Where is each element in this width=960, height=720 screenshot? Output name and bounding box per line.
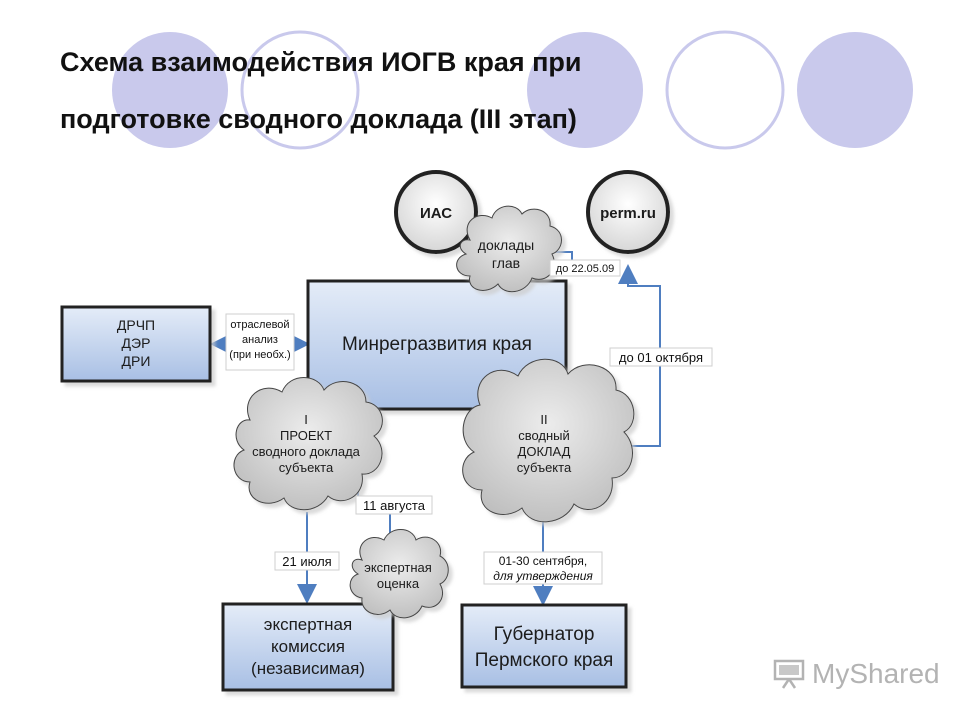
governor-line-1: Губернатор (494, 624, 595, 645)
drchp-line-2: ДЭР (122, 335, 151, 351)
cloud-reports-line-1: доклады (478, 237, 534, 253)
deco-circle-1 (112, 32, 228, 148)
date-oct-text: до 01 октября (619, 350, 703, 365)
cloud-expert: экспертная оценка (349, 529, 449, 619)
label-date-jul: 21 июля (274, 551, 340, 571)
cloud-expert-line-1: экспертная (364, 560, 432, 575)
date-may-text: до 22.05.09 (556, 263, 614, 275)
cloud-project: I ПРОЕКТ сводного доклада субъекта (233, 377, 383, 511)
deco-circle-4 (665, 30, 785, 150)
presentation-icon (773, 659, 805, 689)
cloud-expert-line-2: оценка (377, 576, 420, 591)
date-sep-line-2: для утверждения (493, 569, 593, 583)
governor-line-2: Пермского края (475, 650, 614, 671)
cloud-project-line-1: I (304, 412, 308, 427)
perm-label: perm.ru (600, 205, 656, 222)
arrow-to-perm (618, 264, 661, 447)
label-date-sep: 01-30 сентября, для утверждения (483, 551, 603, 585)
cloud-summary-line-2: сводный (518, 428, 570, 443)
date-jul-text: 21 июля (282, 554, 331, 569)
label-date-oct: до 01 октября (609, 347, 713, 367)
deco-circle-2 (240, 30, 360, 150)
title-line-2: подготовке сводного доклада (III этап) (60, 104, 577, 134)
cloud-summary-line-4: субъекта (517, 460, 572, 475)
node-ias: ИАС (394, 170, 478, 254)
node-expert-commission: экспертная комиссия (независимая) (221, 602, 395, 692)
cloud-reports: доклады глав (456, 205, 562, 293)
node-perm: perm.ru (586, 170, 670, 254)
cloud-project-line-4: субъекта (279, 460, 334, 475)
label-analysis: отраслевой анализ (при необх.) (225, 313, 295, 371)
deco-circle-5 (797, 32, 913, 148)
minreg-label: Минрегразвития края (342, 334, 532, 355)
cloud-summary-line-1: II (540, 412, 547, 427)
cloud-summary: II сводный ДОКЛАД субъекта (462, 358, 635, 523)
label-date-aug: 11 августа (355, 495, 433, 515)
analysis-line-3: (при необх.) (229, 349, 290, 361)
cloud-project-line-2: ПРОЕКТ (280, 428, 332, 443)
label-date-may: до 22.05.09 (549, 259, 621, 277)
title-line-1: Схема взаимодействия ИОГВ края при (60, 47, 582, 77)
drchp-line-3: ДРИ (122, 353, 151, 369)
node-governor: Губернатор Пермского края (460, 603, 628, 689)
expert-commission-line-2: комиссия (271, 637, 345, 656)
date-aug-text: 11 августа (363, 498, 426, 513)
page-title: Схема взаимодействия ИОГВ края при подго… (60, 34, 760, 148)
drchp-line-1: ДРЧП (117, 317, 155, 333)
expert-commission-line-1: экспертная (264, 615, 352, 634)
expert-commission-line-3: (независимая) (251, 659, 365, 678)
node-drchp: ДРЧП ДЭР ДРИ (60, 305, 212, 383)
cloud-reports-line-2: глав (492, 255, 520, 271)
watermark-text: MyShared (812, 658, 940, 689)
cloud-summary-line-3: ДОКЛАД (518, 444, 571, 459)
ias-label: ИАС (420, 205, 452, 222)
deco-circle-3 (527, 32, 643, 148)
analysis-line-1: отраслевой (230, 319, 289, 331)
analysis-line-2: анализ (242, 334, 278, 346)
cloud-project-line-3: сводного доклада (252, 444, 361, 459)
watermark: MyShared (772, 654, 940, 694)
date-sep-line-1: 01-30 сентября, (499, 554, 588, 568)
